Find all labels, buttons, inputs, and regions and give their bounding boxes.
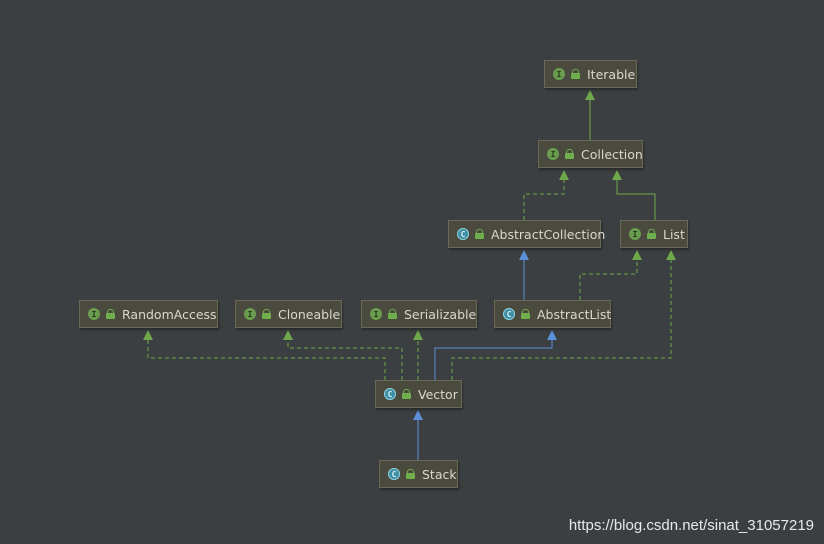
edge-list-collection [612,170,656,220]
class-icon: C [503,308,515,320]
class-icon: C [388,468,400,480]
node-label: Vector [418,386,458,402]
interface-icon: I [553,68,565,80]
node-label: Stack [422,466,457,482]
lock-icon [571,69,580,79]
node-label: Iterable [587,66,636,82]
edge-abstractcollection-collection [523,170,569,220]
lock-icon [388,309,397,319]
lock-icon [565,149,574,159]
edge-vector-list [451,250,676,380]
edge-collection-iterable [585,90,595,140]
lock-icon [647,229,656,239]
lock-icon [521,309,530,319]
lock-icon [262,309,271,319]
node-label: AbstractList [537,306,612,322]
edge-abstractlist-list [579,250,642,300]
arrowhead [547,330,557,340]
node-collection[interactable]: I Collection [538,140,643,168]
arrowhead [632,250,642,260]
arrowhead [666,250,676,260]
node-label: Serializable [404,306,477,322]
interface-icon: I [629,228,641,240]
edge-stack-vector [413,410,423,460]
node-serializable[interactable]: I Serializable [361,300,477,328]
edge-vector-randomaccess [143,330,386,380]
lock-icon [106,309,115,319]
class-icon: C [457,228,469,240]
node-vector[interactable]: C Vector [375,380,462,408]
arrowhead [519,250,529,260]
node-randomaccess[interactable]: I RandomAccess [79,300,218,328]
node-label: AbstractCollection [491,226,606,242]
class-icon: C [384,388,396,400]
lock-icon [402,389,411,399]
node-label: Collection [581,146,643,162]
edge-vector-cloneable [283,330,403,380]
node-abstractcollection[interactable]: C AbstractCollection [448,220,605,248]
lock-icon [406,469,415,479]
arrowhead [612,170,622,180]
arrowhead [283,330,293,340]
lock-icon [475,229,484,239]
node-label: Cloneable [278,306,341,322]
edge-vector-serializable [413,330,423,380]
interface-icon: I [370,308,382,320]
node-cloneable[interactable]: I Cloneable [235,300,342,328]
arrowhead [143,330,153,340]
node-abstractlist[interactable]: C AbstractList [494,300,611,328]
interface-icon: I [547,148,559,160]
arrowhead [413,330,423,340]
arrowhead [413,410,423,420]
interface-icon: I [244,308,256,320]
node-label: RandomAccess [122,306,217,322]
edge-abstractlist-abstractcollection [519,250,529,300]
node-list[interactable]: I List [620,220,688,248]
arrowhead [585,90,595,100]
watermark: https://blog.csdn.net/sinat_31057219 [568,517,814,534]
arrowhead [559,170,569,180]
interface-icon: I [88,308,100,320]
edge-vector-abstractlist [434,330,557,380]
node-iterable[interactable]: I Iterable [544,60,637,88]
node-stack[interactable]: C Stack [379,460,458,488]
node-label: List [663,226,685,242]
